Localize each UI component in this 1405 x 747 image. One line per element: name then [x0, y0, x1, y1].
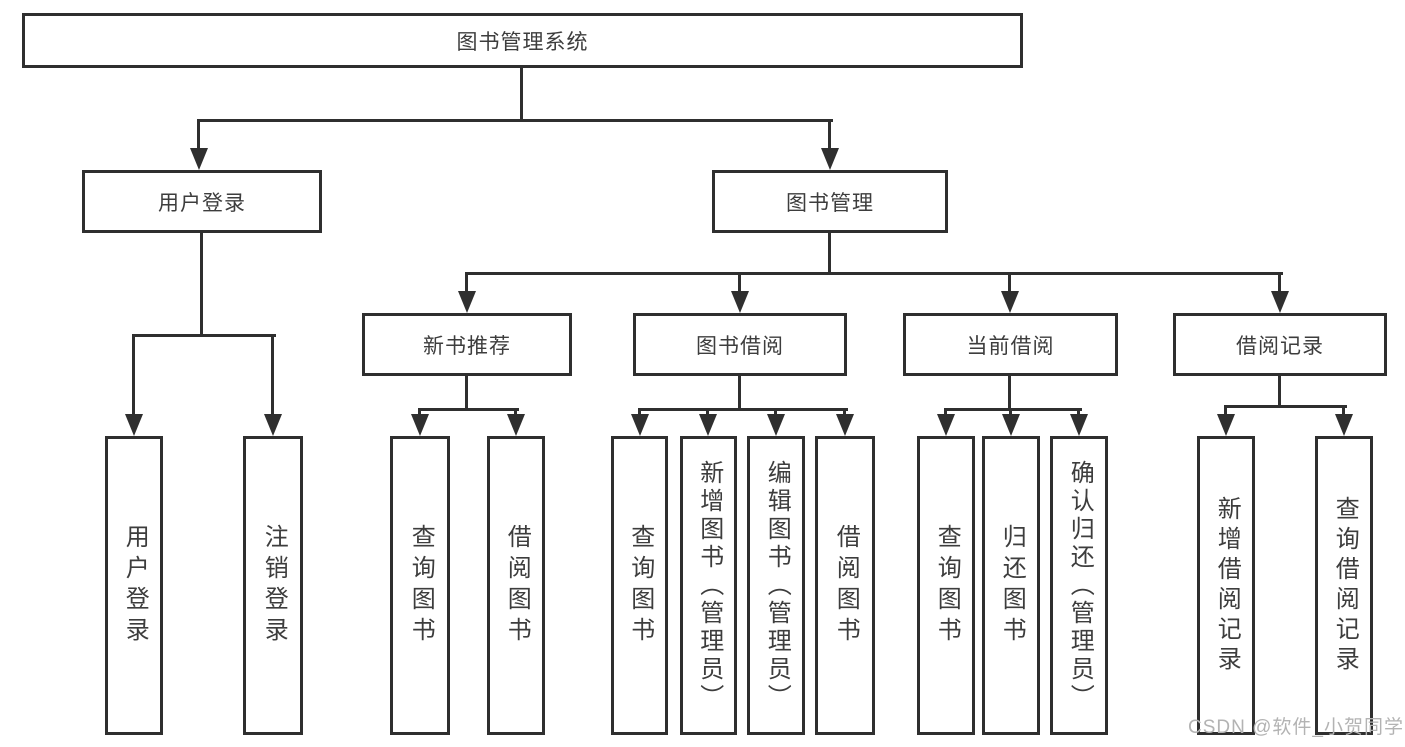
- edge-new-book-rec-arm-1: [418, 408, 421, 416]
- edge-new-book-rec-rail: [418, 408, 519, 411]
- edge-book-mgmt-arm-borrow-record: [1278, 272, 1281, 293]
- node-br-query-record: 查询借阅记录: [1315, 436, 1373, 735]
- edge-borrow-record-trunk: [1278, 376, 1281, 408]
- node-bb-query-book-label: 查询图书: [626, 523, 654, 648]
- edge-new-book-rec-arm-2: [514, 408, 517, 416]
- node-br-add-record: 新增借阅记录: [1197, 436, 1255, 735]
- edge-book-borrow-rail: [638, 408, 848, 411]
- arrowhead-to-logout-icon: [264, 414, 282, 436]
- node-cb-return-book: 归还图书: [982, 436, 1040, 735]
- node-bb-edit-book: 编辑图书（管理员）: [747, 436, 805, 735]
- node-logout: 注销登录: [243, 436, 303, 735]
- arrowhead-to-bb-add-icon: [699, 414, 717, 436]
- node-cb-query-book: 查询图书: [917, 436, 975, 735]
- node-nbr-borrow-book: 借阅图书: [487, 436, 545, 735]
- node-bb-add-book-label: 新增图书（管理员）: [695, 459, 723, 712]
- node-bb-borrow-book: 借阅图书: [815, 436, 875, 735]
- edge-user-login-arm-logout: [271, 334, 274, 415]
- node-br-query-record-label: 查询借阅记录: [1331, 495, 1359, 676]
- edge-user-login-arm-login: [132, 334, 135, 415]
- node-login-label: 用户登录: [121, 523, 149, 648]
- node-nbr-query-book: 查询图书: [390, 436, 450, 735]
- arrowhead-to-bb-borrow-icon: [836, 414, 854, 436]
- edge-current-borrow-arm-2: [1009, 408, 1012, 416]
- edge-current-borrow-arm-1: [944, 408, 947, 416]
- arrowhead-to-bb-query-icon: [631, 414, 649, 436]
- arrowhead-to-cb-return-icon: [1002, 414, 1020, 436]
- edge-current-borrow-arm-3: [1077, 408, 1080, 416]
- arrowhead-to-bb-edit-icon: [767, 414, 785, 436]
- arrowhead-to-cb-confirm-icon: [1070, 414, 1088, 436]
- arrowhead-to-borrow-record-icon: [1271, 291, 1289, 313]
- arrowhead-to-current-borrow-icon: [1001, 291, 1019, 313]
- node-root: 图书管理系统: [22, 13, 1023, 68]
- edge-borrow-record-rail: [1224, 405, 1347, 408]
- edge-borrow-record-arm-2: [1342, 405, 1345, 416]
- edge-user-login-trunk: [200, 233, 203, 337]
- node-borrow-record-label: 借阅记录: [1236, 334, 1324, 358]
- node-book-mgmt: 图书管理: [712, 170, 948, 233]
- node-br-add-record-label: 新增借阅记录: [1213, 495, 1241, 676]
- node-cb-return-book-label: 归还图书: [998, 523, 1026, 648]
- node-borrow-record: 借阅记录: [1173, 313, 1387, 376]
- node-current-borrow: 当前借阅: [903, 313, 1118, 376]
- edge-book-mgmt-trunk: [828, 233, 831, 275]
- arrowhead-to-cb-query-icon: [937, 414, 955, 436]
- edge-user-login-rail: [132, 334, 276, 337]
- node-login: 用户登录: [105, 436, 163, 735]
- node-root-label: 图书管理系统: [456, 30, 589, 54]
- csdn-watermark: CSDN @软件_小贺同学: [1188, 717, 1404, 738]
- edge-book-borrow-arm-4: [843, 408, 846, 416]
- node-bb-add-book: 新增图书（管理员）: [680, 436, 737, 735]
- edge-book-borrow-arm-1: [638, 408, 641, 416]
- arrowhead-to-br-query-icon: [1335, 414, 1353, 436]
- node-current-borrow-label: 当前借阅: [966, 334, 1055, 358]
- node-new-book-rec-label: 新书推荐: [423, 334, 511, 358]
- arrowhead-to-nbr-borrow-icon: [507, 414, 525, 436]
- node-cb-query-book-label: 查询图书: [933, 523, 961, 648]
- edge-book-mgmt-arm-current-borrow: [1008, 272, 1011, 293]
- node-user-login: 用户登录: [82, 170, 322, 233]
- edge-book-mgmt-arm-new-book-rec: [465, 272, 468, 293]
- node-new-book-rec: 新书推荐: [362, 313, 572, 376]
- node-bb-borrow-book-label: 借阅图书: [832, 523, 860, 648]
- arrowhead-to-book-mgmt-icon: [821, 148, 839, 170]
- node-book-borrow: 图书借阅: [633, 313, 847, 376]
- edge-book-mgmt-arm-book-borrow: [738, 272, 741, 293]
- node-nbr-query-book-label: 查询图书: [407, 523, 435, 648]
- node-book-borrow-label: 图书借阅: [696, 334, 784, 358]
- arrowhead-to-new-book-rec-icon: [458, 291, 476, 313]
- edge-root-rail: [197, 119, 833, 122]
- edge-current-borrow-trunk: [1008, 376, 1011, 411]
- edge-root-arm-user-login: [197, 119, 200, 150]
- node-cb-confirm-return-label: 确认归还（管理员）: [1066, 459, 1094, 712]
- arrowhead-to-login-icon: [125, 414, 143, 436]
- arrowhead-to-user-login-icon: [190, 148, 208, 170]
- node-nbr-borrow-book-label: 借阅图书: [503, 523, 531, 648]
- edge-current-borrow-rail: [944, 408, 1082, 411]
- edge-book-borrow-trunk: [738, 376, 741, 411]
- edge-root-trunk: [520, 68, 523, 122]
- arrowhead-to-book-borrow-icon: [731, 291, 749, 313]
- node-user-login-label: 用户登录: [158, 191, 246, 215]
- edge-root-arm-book-mgmt: [828, 119, 831, 150]
- edge-book-borrow-arm-3: [774, 408, 777, 416]
- node-bb-edit-book-label: 编辑图书（管理员）: [763, 459, 791, 712]
- edge-new-book-rec-trunk: [465, 376, 468, 411]
- node-logout-label: 注销登录: [260, 523, 288, 648]
- node-cb-confirm-return: 确认归还（管理员）: [1050, 436, 1108, 735]
- arrowhead-to-nbr-query-icon: [411, 414, 429, 436]
- edge-borrow-record-arm-1: [1224, 405, 1227, 416]
- node-book-mgmt-label: 图书管理: [786, 191, 874, 215]
- arrowhead-to-br-add-icon: [1217, 414, 1235, 436]
- node-bb-query-book: 查询图书: [611, 436, 668, 735]
- edge-book-borrow-arm-2: [706, 408, 709, 416]
- edge-book-mgmt-rail: [465, 272, 1283, 275]
